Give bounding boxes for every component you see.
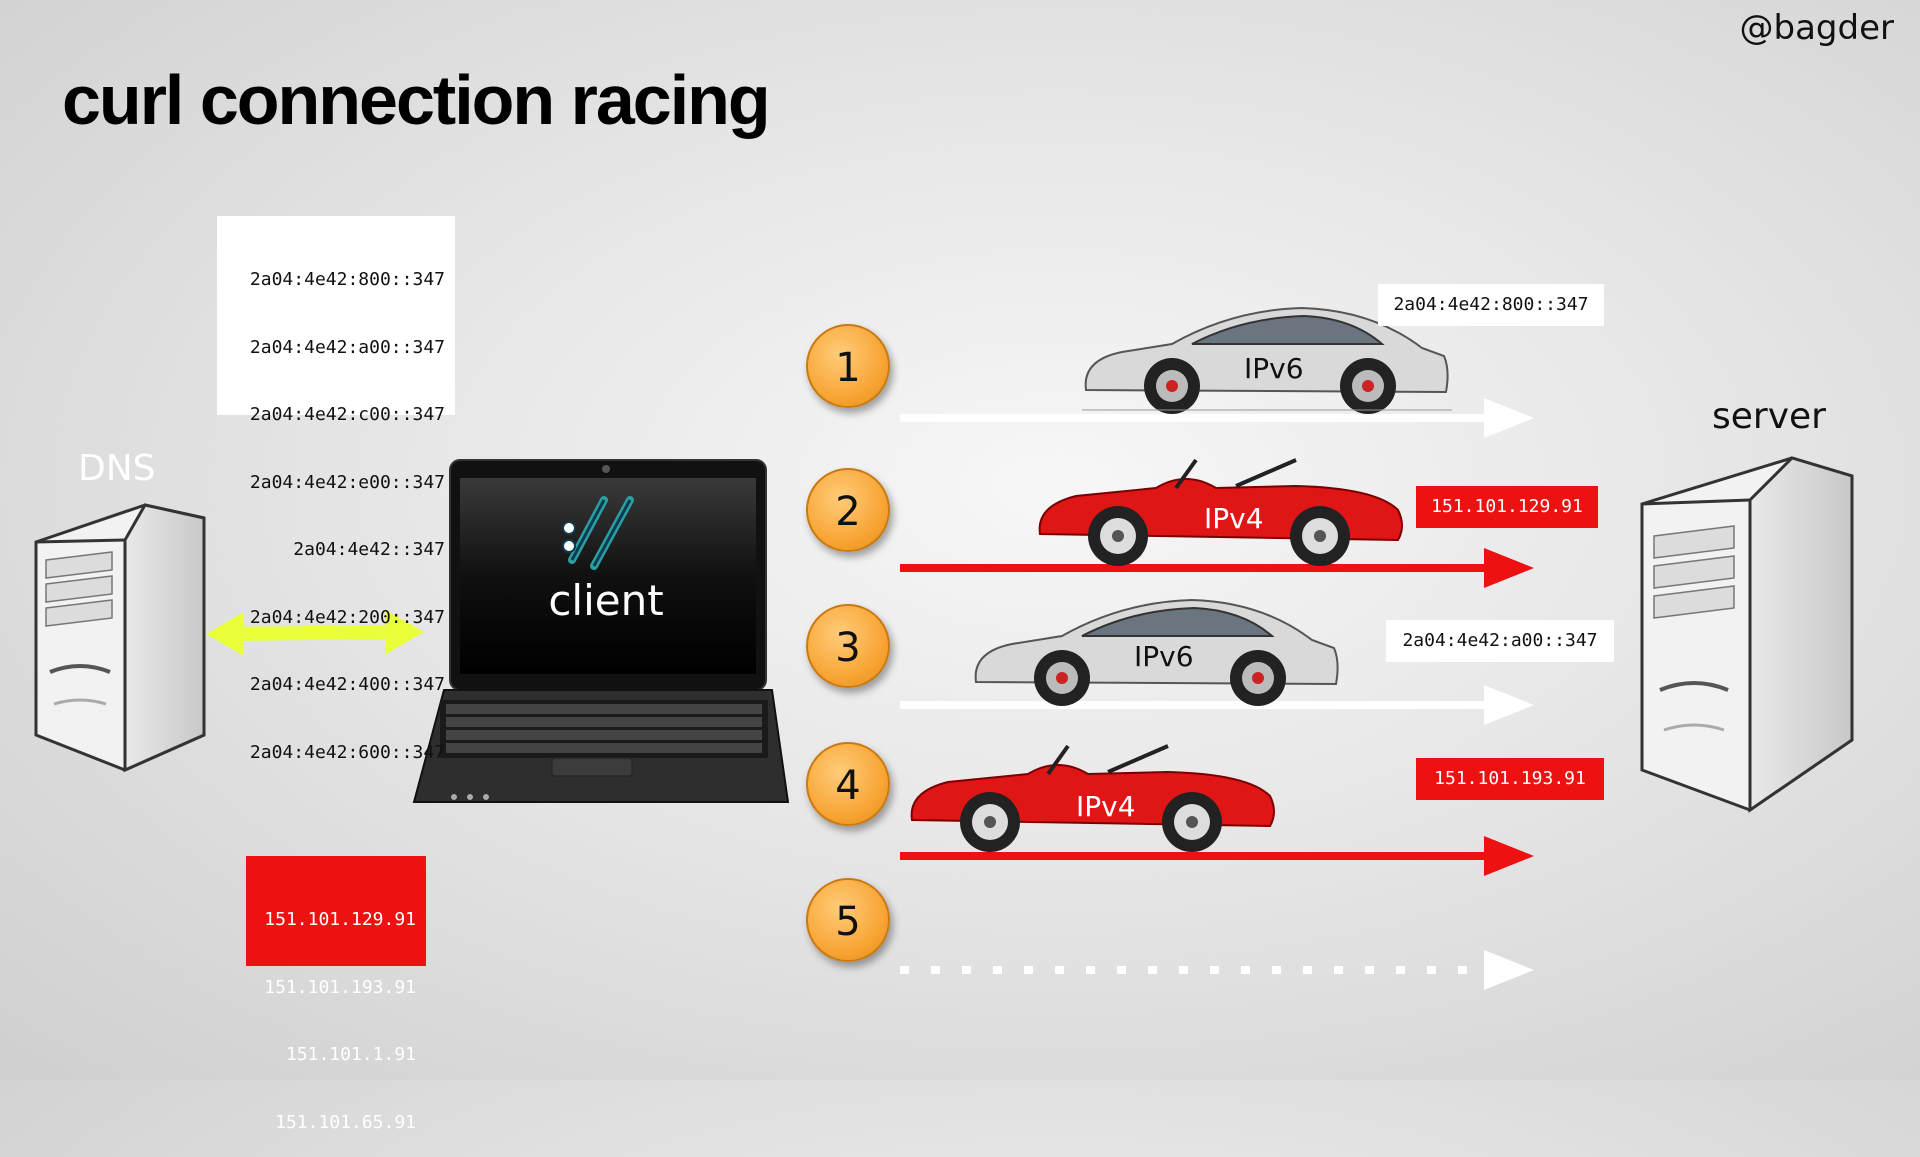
car-ipv6-3 — [974, 598, 1339, 706]
ipv6-address: 2a04:4e42:400::347 — [249, 674, 445, 695]
car-label: IPv4 — [1204, 502, 1264, 535]
ipv6-address-list: 2a04:4e42:800::347 2a04:4e42:a00::347 2a… — [217, 216, 455, 763]
author-handle: @bagder — [1739, 8, 1894, 48]
ipv4-address: 151.101.129.91 — [264, 909, 416, 930]
race-number-badge: 5 — [806, 878, 890, 962]
slide-title: curl connection racing — [62, 61, 771, 139]
car-ipv4-4 — [910, 744, 1275, 852]
race-number-badge: 3 — [806, 604, 890, 688]
ipv4-address: 151.101.193.91 — [264, 976, 416, 998]
ipv4-address-list: 151.101.129.91 151.101.193.91 151.101.1.… — [246, 856, 426, 1133]
client-label: client — [548, 576, 664, 625]
ipv6-address: 2a04:4e42::347 — [293, 539, 445, 560]
dns-exchange-arrow — [206, 610, 424, 656]
ipv6-address: 2a04:4e42:800::347 — [249, 269, 445, 290]
race-number-badge: 2 — [806, 468, 890, 552]
car-label: IPv6 — [1134, 640, 1194, 673]
ipv6-address: 2a04:4e42:e00::347 — [249, 471, 445, 493]
race-number-badge: 4 — [806, 742, 890, 826]
race-arrow-3 — [900, 685, 1534, 725]
race-arrow-1 — [900, 398, 1534, 438]
car-ipv6-1 — [1082, 306, 1452, 414]
car-label: IPv4 — [1076, 790, 1136, 823]
dns-server-icon — [34, 503, 206, 773]
ipv4-address: 151.101.1.91 — [285, 1044, 416, 1065]
ipv6-address: 2a04:4e42:600::347 — [249, 741, 445, 763]
laptop-icon — [412, 459, 790, 803]
dns-label: DNS — [78, 448, 156, 489]
race-arrow-2 — [900, 548, 1534, 588]
race-arrow-5 — [900, 950, 1534, 990]
race-arrow-4 — [900, 836, 1534, 876]
destination-address-tag: 2a04:4e42:800::347 — [1378, 284, 1604, 326]
destination-address-tag: 151.101.129.91 — [1416, 486, 1598, 528]
ipv4-address: 151.101.65.91 — [275, 1111, 416, 1133]
destination-address-tag: 2a04:4e42:a00::347 — [1386, 620, 1614, 662]
ipv6-address: 2a04:4e42:a00::347 — [249, 336, 445, 358]
diagram-canvas — [34, 306, 1854, 990]
car-ipv4-2 — [1038, 458, 1403, 566]
server-label: server — [1712, 396, 1826, 437]
destination-address-tag: 151.101.193.91 — [1416, 758, 1604, 800]
server-icon — [1640, 456, 1854, 813]
car-label: IPv6 — [1244, 352, 1304, 385]
ipv6-address: 2a04:4e42:200::347 — [249, 606, 445, 628]
race-number-badge: 1 — [806, 324, 890, 408]
curl-logo-icon — [562, 496, 634, 570]
ipv6-address: 2a04:4e42:c00::347 — [249, 404, 445, 425]
